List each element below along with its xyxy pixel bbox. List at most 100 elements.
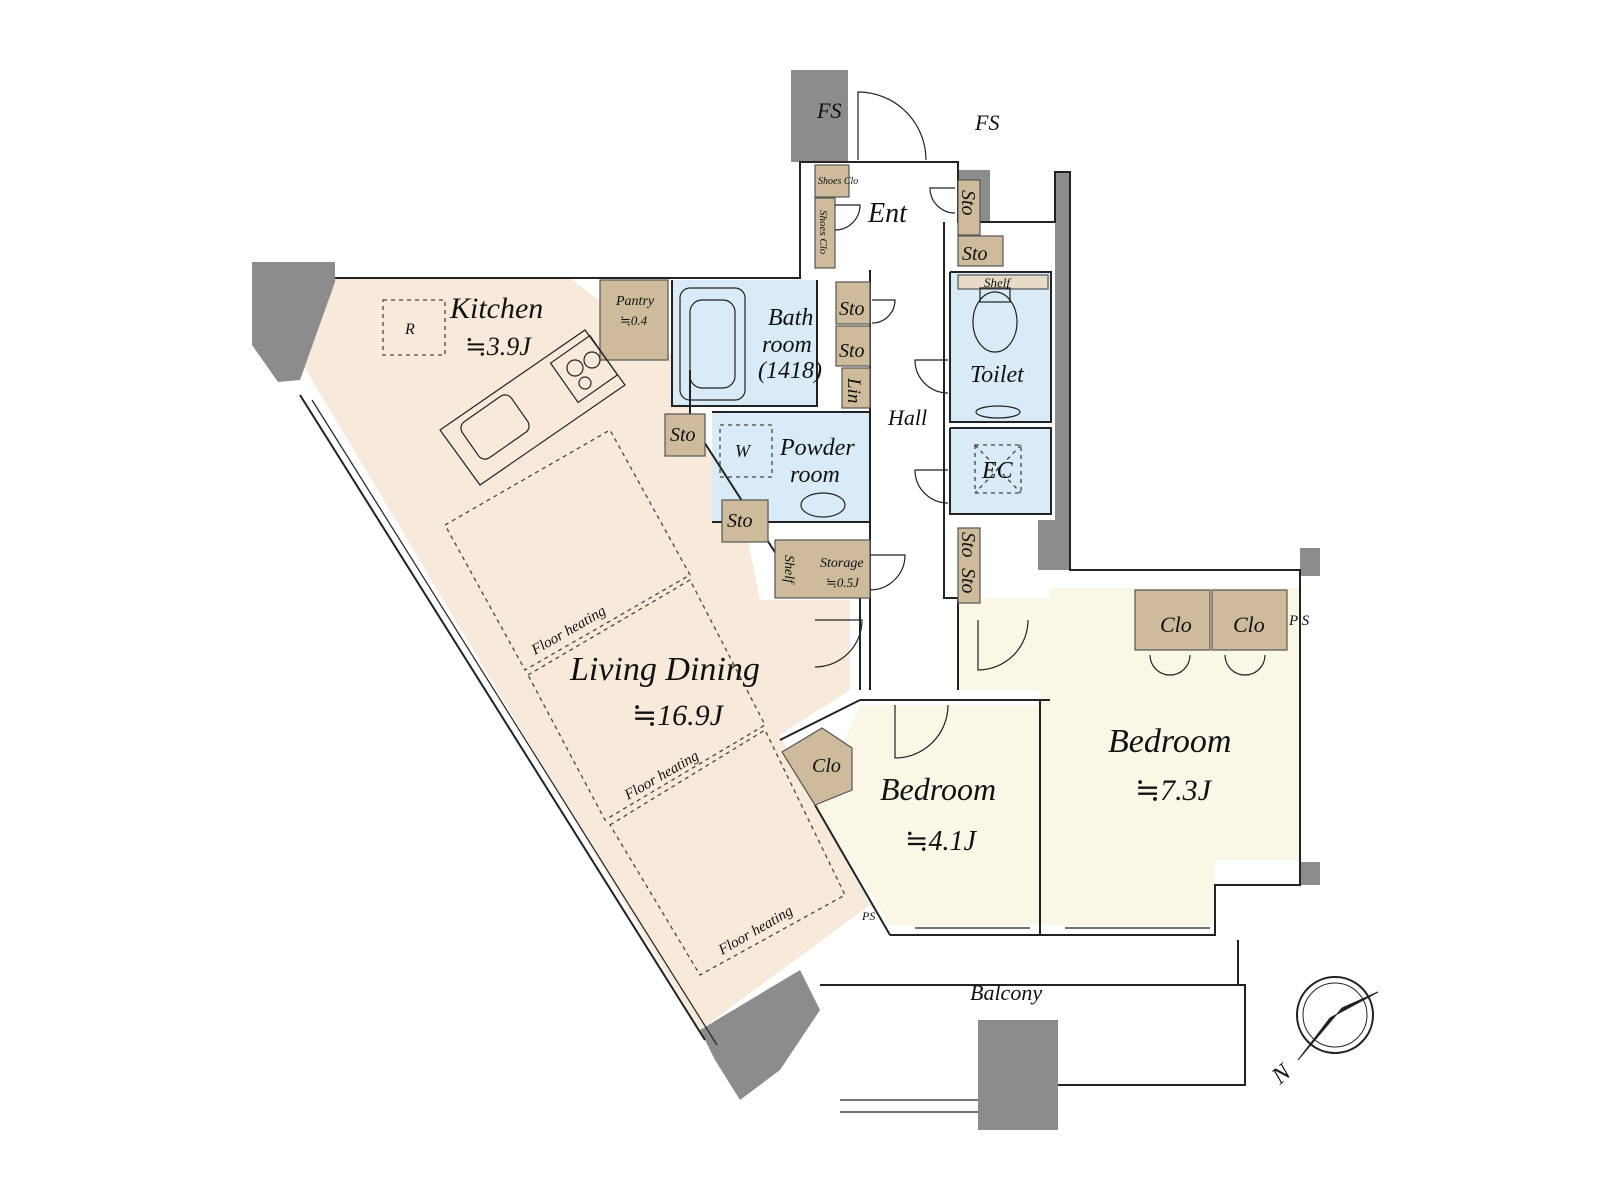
bathroom-label-2: room — [762, 332, 812, 358]
door-ec[interactable] — [914, 469, 949, 504]
clo-bed-large-1 — [1134, 589, 1211, 651]
pantry-block — [599, 279, 669, 361]
door-toilet[interactable] — [914, 359, 949, 394]
lin-block — [841, 367, 871, 409]
living-dining-label: Living Dining — [569, 651, 760, 688]
sto-hall-lower-label: Sto — [957, 532, 979, 558]
bedroom-small-label: Bedroom — [880, 771, 996, 807]
sto-ld-1-label: Sto — [670, 424, 696, 446]
clo-bed-small-label: Clo — [812, 755, 841, 777]
sto-ent-label-v: Sto — [957, 190, 979, 216]
wall-right-top — [1300, 548, 1320, 576]
kitchen-counter — [439, 329, 626, 486]
kitchen-area: ≒3.9J — [465, 332, 532, 361]
wall-ld-bottom — [779, 699, 861, 741]
fs-label-right: FS — [974, 110, 999, 135]
powder-room-label-2: room — [790, 462, 840, 488]
door-clo-large[interactable] — [1149, 654, 1266, 676]
toilet-label: Toilet — [970, 362, 1025, 388]
compass-needle-icon — [1298, 992, 1378, 1060]
ec-label: EC — [981, 458, 1014, 484]
toilet-floor — [950, 272, 1051, 422]
hall-label: Hall — [887, 405, 927, 430]
clo-bed-small — [781, 727, 853, 806]
sto-ld-2-label: Sto — [727, 510, 753, 532]
lin-label: Lin — [843, 377, 864, 403]
shoes-clo-side — [814, 197, 836, 269]
door-bed-small[interactable] — [894, 704, 949, 759]
wall-ec — [949, 427, 1052, 515]
door-bath[interactable] — [869, 554, 906, 591]
storage-area: ≒0.5J — [826, 575, 860, 590]
living-dining-floor — [300, 278, 870, 1030]
wall-bath-left — [671, 280, 818, 407]
storage-label: Storage — [820, 556, 864, 571]
outline-exterior — [335, 161, 1301, 936]
storage-block — [774, 539, 871, 599]
washbasin-icon — [800, 492, 846, 518]
pipe-space-bed-label: P S — [1288, 613, 1310, 629]
kitchen-sink-icon — [460, 394, 530, 460]
wall-bottom-left — [700, 970, 820, 1100]
bathroom-label-3: (1418) — [758, 358, 822, 384]
compass — [1296, 976, 1379, 1061]
ec-floor — [950, 428, 1051, 514]
toilet-shelf-label: Shelf — [984, 275, 1012, 290]
door-entrance[interactable] — [857, 91, 927, 161]
compass-north-label: N — [1266, 1058, 1297, 1090]
shoes-clo-top-label: Shoes Clo — [818, 176, 858, 187]
floor-heating-zone-1 — [444, 429, 691, 671]
bedroom-large-area: ≒7.3J — [1135, 774, 1213, 807]
wall-toilet — [949, 271, 1052, 423]
stove-icon — [549, 334, 619, 404]
sto-hall-2-label: Sto — [839, 340, 865, 362]
sto-hall-1-label: Sto — [839, 298, 865, 320]
door-ent-left[interactable] — [834, 204, 861, 231]
bedroom-large-floor — [958, 588, 1300, 925]
washer-icon — [719, 424, 773, 478]
sto-ld-2 — [721, 499, 769, 543]
floor-heating-zone-3 — [609, 729, 846, 976]
door-bed-large[interactable] — [977, 619, 1029, 671]
sto-ent-label-h: Sto — [962, 243, 988, 265]
bathtub-icon — [679, 287, 746, 401]
pipe-space-label: PS — [861, 909, 875, 923]
door-hall-bottom[interactable] — [814, 619, 863, 668]
clo-bed-large-1-label: Clo — [1160, 612, 1192, 637]
powder-room-label-1: Powder — [779, 435, 855, 461]
refrigerator-label: R — [404, 321, 415, 338]
bathroom-label-1: Bath — [768, 305, 813, 331]
bedroom-small-area: ≒4.1J — [905, 826, 977, 857]
outline-window-diagonal — [299, 394, 706, 1041]
bedroom-small-floor — [815, 705, 1040, 925]
sto-hall-lower — [957, 527, 981, 604]
clo-bed-large-2-label: Clo — [1233, 612, 1265, 637]
shoes-clo-side-label: Shoes Clo — [817, 210, 829, 255]
wall-fs-box — [791, 70, 848, 162]
wall-left-corner — [252, 262, 335, 382]
storage-shelf-label: Shelf — [781, 555, 796, 585]
fs-label-left: FS — [816, 98, 841, 123]
sto-hall-2 — [835, 325, 871, 367]
bedroom-large-label: Bedroom — [1108, 723, 1231, 760]
kitchen-label: Kitchen — [449, 292, 543, 325]
wall-right-bottom — [1300, 862, 1320, 885]
sto-hall-1 — [835, 281, 871, 325]
toilet-icon — [972, 291, 1018, 353]
ec-box — [974, 444, 1022, 494]
wall-right-tower — [1038, 172, 1070, 570]
living-dining-area: ≒16.9J — [632, 699, 725, 732]
sto-ld-1 — [664, 413, 706, 457]
clo-bed-large-2 — [1211, 589, 1288, 651]
wall-bed-small-left — [814, 804, 891, 936]
sto-ent-right-v — [957, 179, 981, 236]
door-ent-right[interactable] — [929, 187, 956, 214]
sto-hall-lower-label-2: Sto — [957, 568, 979, 594]
door-sto-hall[interactable] — [871, 299, 896, 324]
pantry-label: Pantry — [615, 294, 655, 309]
washer-label: W — [735, 441, 752, 461]
wall-hall-right — [943, 222, 959, 690]
shoes-clo-top — [814, 164, 850, 198]
balcony-label: Balcony — [970, 980, 1042, 1005]
